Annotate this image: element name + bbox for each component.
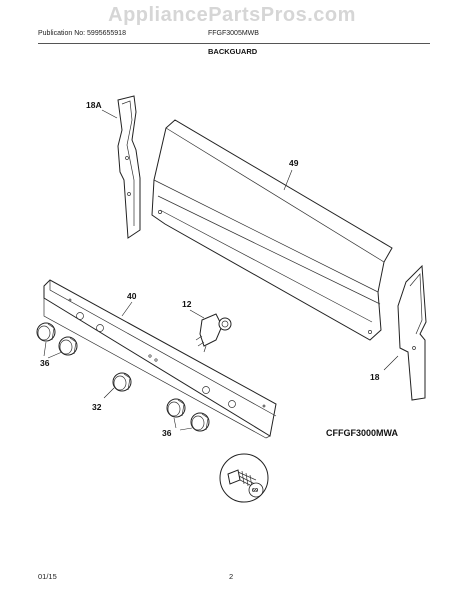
screw-callout-circle: 69 xyxy=(219,453,269,503)
callout-36-right: 36 xyxy=(162,428,172,438)
callout-69: 69 xyxy=(252,488,258,494)
section-title: BACKGUARD xyxy=(208,47,258,56)
screw-icon xyxy=(227,469,257,488)
control-knob-left-1 xyxy=(36,322,56,342)
publication-number: Publication No: 5995655918 xyxy=(38,30,126,37)
callout-18a: 18A xyxy=(86,100,102,110)
side-bracket-right xyxy=(397,264,427,401)
callout-18: 18 xyxy=(370,372,380,382)
control-knob-left-2 xyxy=(58,336,78,356)
callout-49: 49 xyxy=(289,158,299,168)
igniter-switch xyxy=(195,313,232,353)
callout-40: 40 xyxy=(127,291,137,301)
callout-32: 32 xyxy=(92,402,102,412)
callout-12: 12 xyxy=(182,299,192,309)
callout-36-left: 36 xyxy=(40,358,50,368)
control-panel xyxy=(43,279,277,439)
model-number: FFGF3005MWB xyxy=(208,30,259,37)
side-bracket-left xyxy=(117,95,141,239)
watermark: AppliancePartsPros.com xyxy=(108,4,356,26)
backguard-panel xyxy=(151,119,393,341)
diagram-model-code: CFFGF3000MWA xyxy=(326,428,399,438)
control-knob-32 xyxy=(112,372,132,392)
header-divider xyxy=(38,43,430,44)
footer-page-number: 2 xyxy=(229,572,234,581)
footer-date: 01/15 xyxy=(38,572,57,581)
control-knob-right-2 xyxy=(190,412,210,432)
control-knob-right-1 xyxy=(166,398,186,418)
